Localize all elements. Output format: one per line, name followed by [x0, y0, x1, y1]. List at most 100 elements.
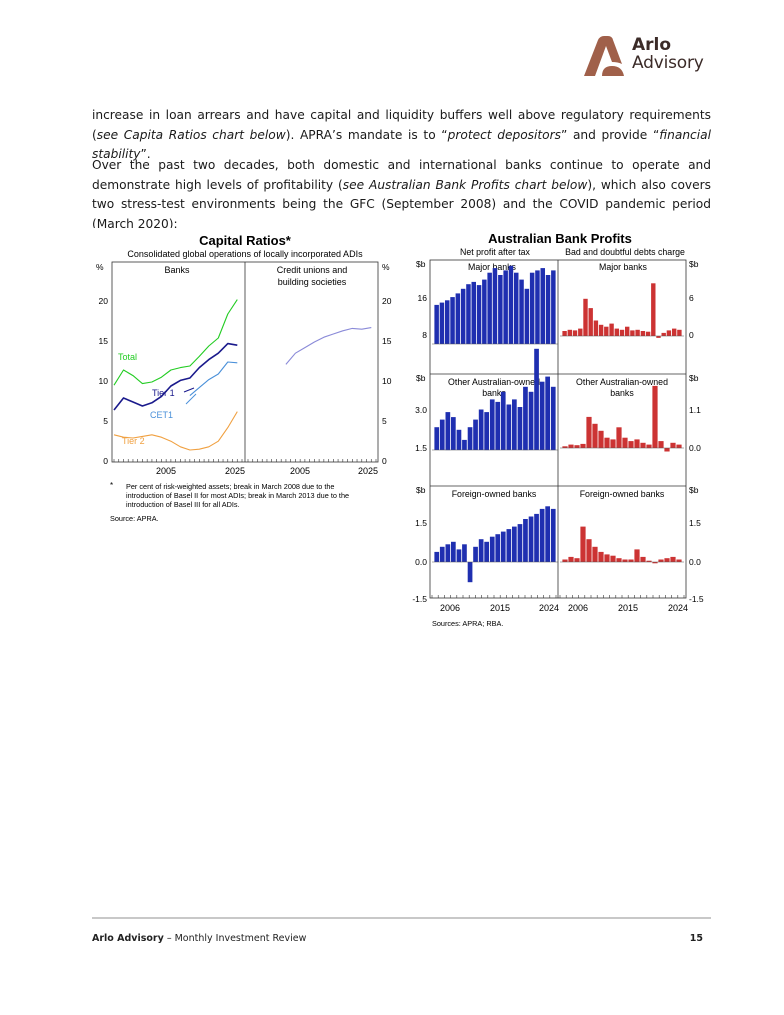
- profit-bar-4-21: [550, 508, 556, 562]
- profits-unit-r3-right: $b: [689, 485, 699, 495]
- profit-bar-1-7: [598, 324, 604, 336]
- capital-source: Source: APRA.: [110, 514, 159, 523]
- capital-ytick-10-left: 10: [99, 376, 109, 386]
- profit-bar-2-20: [545, 376, 550, 450]
- profit-bar-4-1: [439, 546, 445, 562]
- profit-bar-5-14: [646, 560, 652, 562]
- p2-emphasis-1: see Australian Bank Profits chart below: [342, 177, 588, 192]
- profit-bar-2-16: [523, 386, 528, 451]
- profit-bar-5-4: [586, 539, 592, 562]
- profit-bar-3-17: [664, 448, 670, 452]
- capital-series-lines: [113, 299, 372, 451]
- profit-bar-4-17: [528, 516, 534, 562]
- profit-bar-1-9: [609, 323, 614, 336]
- profit-bar-3-10: [622, 437, 628, 448]
- profit-bar-5-15: [652, 562, 658, 564]
- profit-bar-1-4: [583, 298, 588, 336]
- capital-xtick-2005-left: 2005: [156, 466, 176, 476]
- profit-bar-4-2: [445, 544, 451, 562]
- profit-bar-0-3: [450, 297, 455, 344]
- paragraph-2: Over the past two decades, both domestic…: [92, 156, 711, 234]
- profits-xtick-2024-left: 2024: [539, 603, 559, 613]
- profit-bar-2-1: [439, 419, 445, 450]
- profit-bar-3-18: [670, 442, 676, 448]
- profit-bar-2-4: [456, 429, 462, 450]
- p1-text-2: ). APRA’s mandate is to “: [285, 127, 448, 142]
- profit-bar-3-13: [640, 442, 646, 448]
- profit-bar-5-9: [616, 558, 622, 562]
- profit-bar-1-18: [656, 336, 661, 338]
- profit-bar-5-6: [598, 551, 604, 562]
- profits-r3-rtick-1-5: 1.5: [689, 518, 701, 528]
- profits-source: Sources: APRA; RBA.: [432, 619, 503, 628]
- p1-emphasis-2: protect depositors: [447, 127, 561, 142]
- p1-emphasis-3: financial stability: [92, 127, 711, 162]
- profit-bar-3-16: [658, 441, 664, 448]
- profits-r2-rtick-1-1: 1.1: [689, 405, 701, 415]
- profit-bar-5-11: [628, 559, 634, 562]
- profits-r2-right-label-l2: banks: [610, 388, 634, 398]
- profits-unit-r2-right: $b: [689, 373, 699, 383]
- capital-ytick-5-left: 5: [103, 416, 108, 426]
- capital-ratios-chart: Capital Ratios* Consolidated global oper…: [92, 228, 402, 528]
- profit-bar-4-19: [539, 508, 545, 562]
- profit-bar-0-8: [476, 285, 482, 344]
- capital-xtick-2025-left: 2025: [225, 466, 245, 476]
- profit-bar-0-21: [545, 275, 551, 344]
- profits-r2-right-label-l1: Other Australian-owned: [576, 377, 668, 387]
- profit-bar-4-14: [512, 526, 517, 562]
- profit-bar-4-11: [495, 534, 501, 562]
- capital-panel-cu-l2: building societies: [278, 277, 347, 287]
- logo-line2: Advisory: [632, 53, 704, 73]
- cet1-pointer: [185, 393, 197, 405]
- profit-bar-1-6: [593, 320, 599, 336]
- profits-r1-ytick-16: 16: [418, 293, 428, 303]
- capital-ytick-20-right: 20: [382, 296, 392, 306]
- profit-bar-3-8: [610, 439, 616, 448]
- profits-r3-right-label: Foreign-owned banks: [580, 489, 665, 499]
- profit-bar-4-10: [489, 536, 495, 562]
- profits-r3-ytick-neg1-5: -1.5: [412, 594, 427, 604]
- capital-ytick-15-left: 15: [99, 336, 109, 346]
- bank-profits-chart: Australian Bank Profits Net profit after…: [410, 228, 710, 630]
- profit-bar-0-14: [508, 265, 514, 344]
- footer-tagline: – Monthly Investment Review: [163, 933, 307, 944]
- profit-bar-0-17: [524, 288, 530, 344]
- profits-r2-left-label-l1: Other Australian-owned: [448, 377, 540, 387]
- profit-bar-1-8: [604, 326, 609, 336]
- profit-bar-0-11: [492, 268, 498, 344]
- profits-r3-rtick-neg1-5: -1.5: [689, 594, 704, 604]
- profit-bar-5-17: [664, 558, 670, 562]
- capital-ytick-15-right: 15: [382, 336, 392, 346]
- p1-text-1: increase in loan arrears and have capita…: [92, 108, 711, 142]
- capital-line-0-0: [113, 299, 238, 386]
- profit-bar-4-6: [467, 562, 473, 583]
- arlo-advisory-logo: Arlo Advisory: [582, 36, 712, 80]
- profit-bar-2-9: [484, 412, 489, 451]
- profit-bar-2-18: [534, 348, 539, 450]
- profit-bar-5-0: [562, 559, 568, 562]
- profit-bar-3-15: [652, 385, 658, 448]
- profits-xtick-2015-right: 2015: [618, 603, 638, 613]
- p1-text-3: ” and provide “: [560, 127, 660, 142]
- profits-r1-rtick-6: 6: [689, 293, 694, 303]
- profit-bar-4-7: [473, 546, 478, 562]
- profit-bar-2-17: [528, 391, 534, 450]
- profit-bar-2-0: [434, 427, 440, 450]
- profit-bar-0-1: [439, 302, 445, 344]
- profit-bar-3-12: [634, 439, 640, 448]
- label-cet1: CET1: [150, 410, 173, 420]
- profit-bar-3-11: [628, 441, 634, 448]
- profits-unit-r1-left: $b: [416, 259, 426, 269]
- capital-chart-subtitle: Consolidated global operations of locall…: [127, 249, 363, 259]
- profits-xtick-2006-left: 2006: [440, 603, 460, 613]
- profits-r3-left-label: Foreign-owned banks: [452, 489, 537, 499]
- profit-bar-3-6: [598, 430, 604, 449]
- paragraph-1: increase in loan arrears and have capita…: [92, 106, 711, 165]
- profit-bar-4-8: [478, 539, 484, 562]
- p2-text-2: ), which also covers two stress-test env…: [92, 177, 711, 231]
- profit-bar-1-10: [614, 328, 619, 336]
- profit-bar-5-19: [676, 559, 682, 562]
- profit-bar-1-15: [640, 331, 646, 336]
- capital-ytick-0-right: 0: [382, 456, 387, 466]
